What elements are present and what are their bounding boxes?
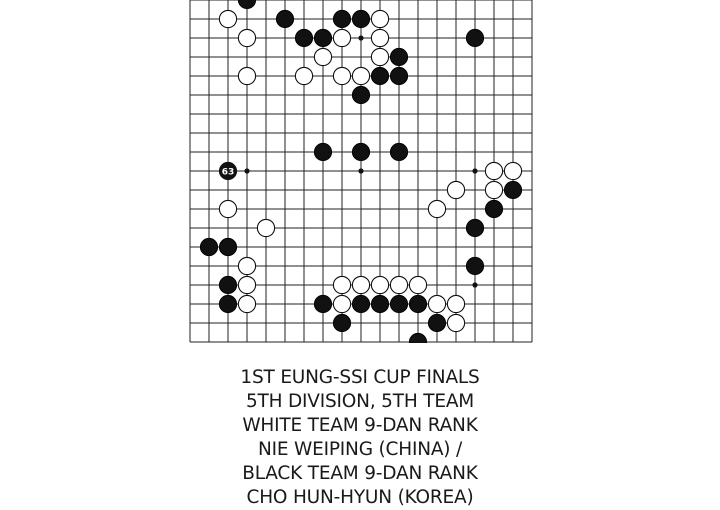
white-stone xyxy=(218,9,238,29)
white-stone xyxy=(351,66,371,86)
white-stone xyxy=(370,28,390,48)
white-stone xyxy=(218,199,238,219)
black-stone xyxy=(218,275,238,295)
black-stone xyxy=(408,332,428,343)
caption-line-white-player: NIE WEIPING (CHINA) / xyxy=(257,439,463,460)
star-point xyxy=(358,168,364,174)
go-board-grid: 63 xyxy=(189,0,533,343)
black-stone xyxy=(351,142,371,162)
white-stone xyxy=(332,294,352,314)
black-stone xyxy=(351,9,371,29)
white-stone xyxy=(351,275,371,295)
caption-line-black-team: BLACK TEAM 9-DAN RANK xyxy=(242,463,478,484)
white-stone xyxy=(503,161,523,181)
caption-line-tournament: 1ST EUNG-SSI CUP FINALS xyxy=(240,367,480,388)
white-stone xyxy=(389,275,409,295)
white-stone xyxy=(237,28,257,48)
star-point xyxy=(472,282,478,288)
black-stone xyxy=(427,313,447,333)
black-stone xyxy=(370,66,390,86)
white-stone xyxy=(237,256,257,276)
white-stone xyxy=(446,313,466,333)
go-board: 63 xyxy=(189,0,534,343)
black-stone xyxy=(389,47,409,67)
black-stone xyxy=(332,9,352,29)
black-stone xyxy=(465,218,485,238)
black-stone xyxy=(218,294,238,314)
white-stone xyxy=(408,275,428,295)
black-stone xyxy=(408,294,428,314)
black-stone xyxy=(237,0,257,10)
black-stone xyxy=(351,294,371,314)
white-stone xyxy=(427,199,447,219)
numbered-stone xyxy=(218,161,238,181)
white-stone xyxy=(294,66,314,86)
white-stone xyxy=(370,47,390,67)
white-stone xyxy=(332,275,352,295)
black-stone xyxy=(218,237,238,257)
white-stone xyxy=(484,161,504,181)
star-point xyxy=(358,35,364,41)
black-stone xyxy=(465,256,485,276)
black-stone xyxy=(389,142,409,162)
white-stone xyxy=(237,275,257,295)
black-stone xyxy=(484,199,504,219)
star-point xyxy=(472,168,478,174)
black-stone xyxy=(389,66,409,86)
black-stone xyxy=(313,28,333,48)
white-stone xyxy=(332,66,352,86)
white-stone xyxy=(484,180,504,200)
black-stone xyxy=(465,28,485,48)
white-stone xyxy=(313,47,333,67)
black-stone xyxy=(313,294,333,314)
caption-line-white-team: WHITE TEAM 9-DAN RANK xyxy=(242,415,478,436)
white-stone xyxy=(237,66,257,86)
white-stone xyxy=(446,180,466,200)
black-stone xyxy=(351,85,371,105)
black-stone xyxy=(370,294,390,314)
move-number-label: 63 xyxy=(222,167,235,177)
white-stone xyxy=(427,294,447,314)
white-stone xyxy=(256,218,276,238)
black-stone xyxy=(294,28,314,48)
black-stone xyxy=(389,294,409,314)
caption-line-black-player: CHO HUN-HYUN (KOREA) xyxy=(246,487,474,508)
black-stone xyxy=(503,180,523,200)
game-caption: 1ST EUNG-SSI CUP FINALS 5TH DIVISION, 5T… xyxy=(0,366,720,510)
black-stone xyxy=(332,313,352,333)
white-stone xyxy=(332,28,352,48)
white-stone xyxy=(446,294,466,314)
white-stone xyxy=(237,294,257,314)
black-stone xyxy=(313,142,333,162)
white-stone xyxy=(370,9,390,29)
caption-line-division: 5TH DIVISION, 5TH TEAM xyxy=(245,391,475,412)
star-point xyxy=(244,168,250,174)
white-stone xyxy=(370,275,390,295)
black-stone xyxy=(275,9,295,29)
black-stone xyxy=(199,237,219,257)
